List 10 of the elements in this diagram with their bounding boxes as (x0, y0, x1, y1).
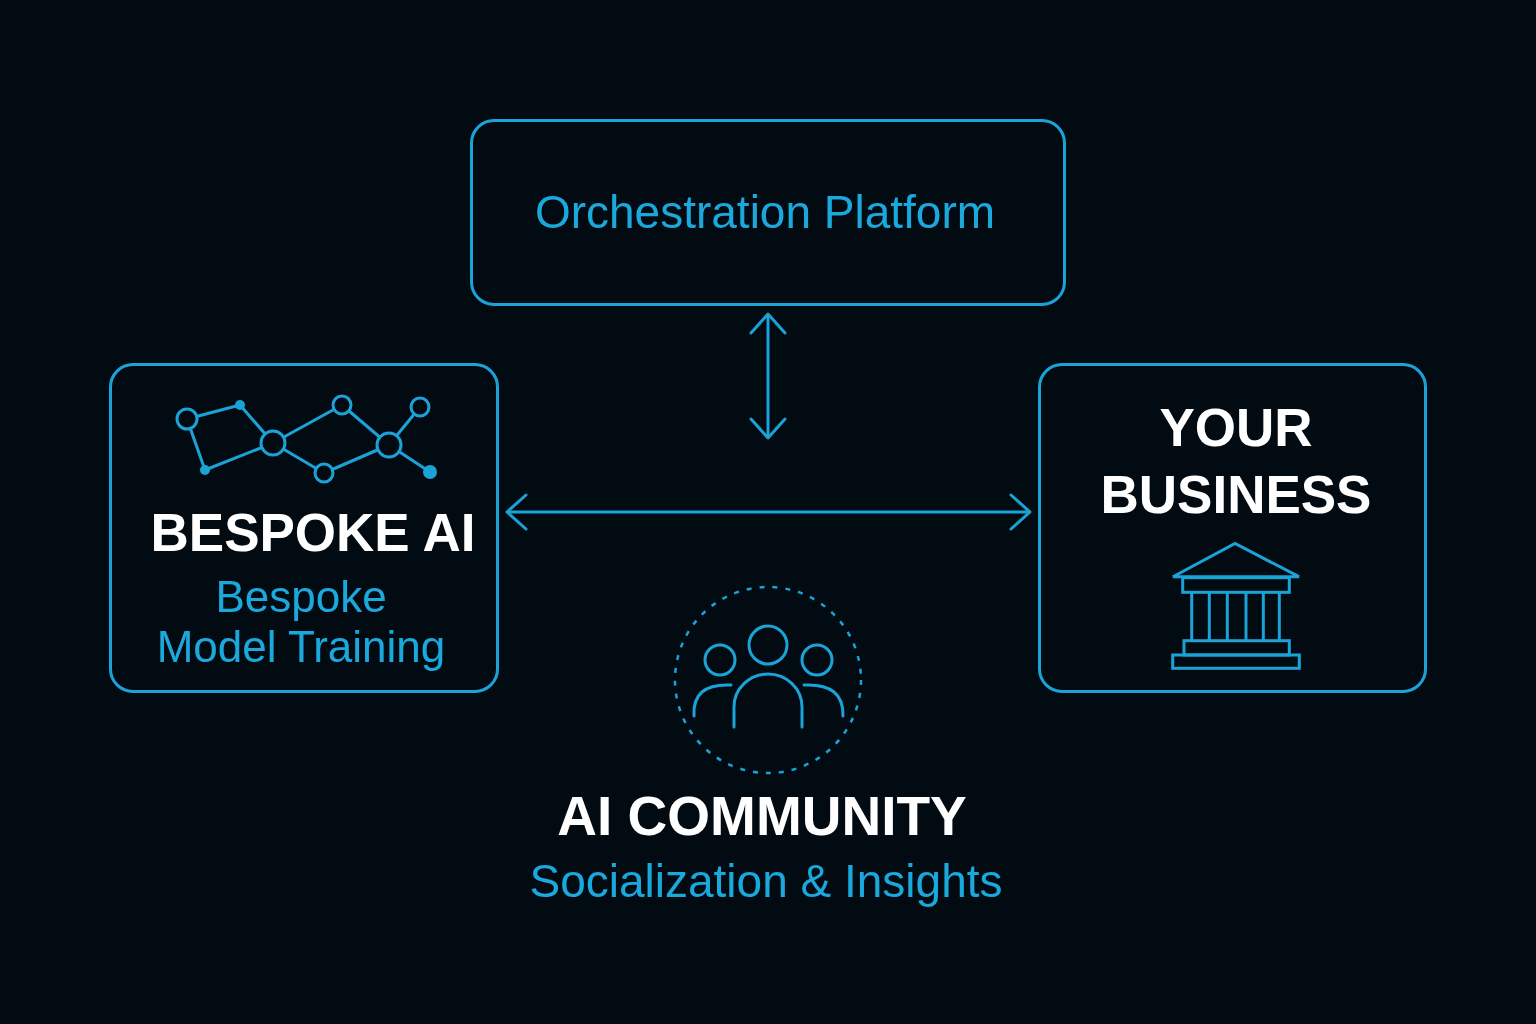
card-title: BESPOKE AI (150, 506, 476, 559)
section-title: AI COMMUNITY (557, 789, 967, 844)
double-headed-arrow (749, 312, 787, 440)
outlined-card (1038, 363, 1427, 693)
card-subtitle: Bespoke Model Training (155, 572, 447, 672)
outlined-card (109, 363, 499, 693)
double-headed-arrow (505, 493, 1032, 531)
card-title: YOUR BUSINESS (1099, 397, 1373, 526)
outlined-card (470, 119, 1066, 306)
card-subtitle: Orchestration Platform (534, 185, 996, 240)
